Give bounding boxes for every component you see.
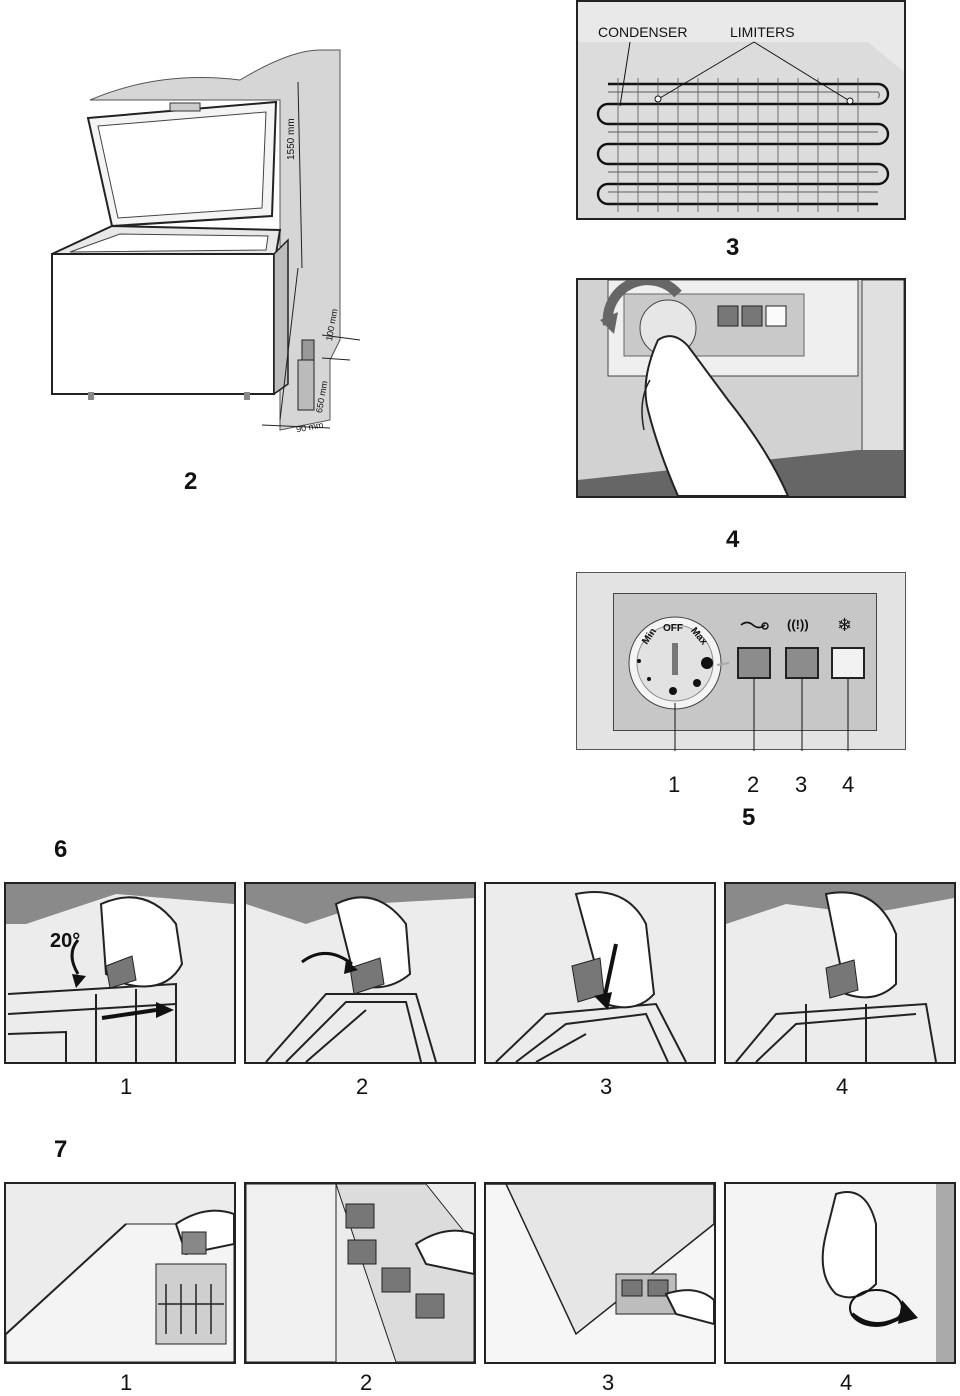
- panel-callout-2: 2: [747, 772, 760, 797]
- figure-3-number: 3: [726, 234, 740, 261]
- figure-7-step-1: [4, 1182, 236, 1364]
- panel-callout-4: 4: [842, 772, 855, 797]
- figure-2-illustration: 1550 mm 100 mm 650 mm 90 mm: [40, 40, 370, 440]
- condenser-label: CONDENSER: [598, 24, 688, 40]
- dial-off-label: OFF: [663, 623, 683, 634]
- temperature-dial[interactable]: [629, 617, 721, 709]
- figure-2-number: 2: [184, 468, 198, 495]
- indicator-light-2: [785, 647, 819, 679]
- freezer-body: [51, 253, 275, 395]
- panel-callout-1: 1: [668, 772, 681, 797]
- hand-unscrewing: [821, 1191, 877, 1299]
- figure-5-number: 5: [742, 804, 756, 831]
- fig7-step-label-4: 4: [840, 1370, 853, 1395]
- figure-6-number: 6: [54, 836, 68, 863]
- figure-6-step-1: 20°: [4, 882, 236, 1064]
- figure-6-step-4: [724, 882, 956, 1064]
- fig7-step-label-3: 3: [602, 1370, 615, 1395]
- figure-4-dial-operation: [576, 278, 906, 498]
- limiters-label: LIMITERS: [730, 24, 795, 40]
- dimension-height-label: 1550 mm: [286, 118, 297, 160]
- figure-6-step-2: [244, 882, 476, 1064]
- figure-7-step-4: [724, 1182, 956, 1364]
- angle-20-label: 20°: [50, 930, 81, 952]
- figure-3-condenser: CONDENSER LIMITERS: [576, 0, 906, 220]
- fig7-step-label-2: 2: [360, 1370, 373, 1395]
- fig6-step-label-4: 4: [836, 1074, 849, 1099]
- fig6-step-label-3: 3: [600, 1074, 613, 1099]
- indicator-light-1: [737, 647, 771, 679]
- figure-7-number: 7: [54, 1136, 68, 1163]
- fig6-step-label-1: 1: [120, 1074, 133, 1099]
- panel-callout-3: 3: [795, 772, 808, 797]
- fig6-step-label-2: 2: [356, 1074, 369, 1099]
- fig7-step-label-1: 1: [120, 1370, 133, 1395]
- hand-illustration: [644, 335, 790, 496]
- figure-7-step-2: [244, 1182, 476, 1364]
- alarm-icon: ((!)): [787, 617, 809, 632]
- figure-7-step-3: [484, 1182, 716, 1364]
- figure-5-control-panel: Min OFF Max ((!)) ❄: [576, 572, 906, 751]
- figure-4-number: 4: [726, 526, 740, 553]
- thermometer-curve-icon: [739, 619, 769, 635]
- indicator-light-3: [831, 647, 865, 679]
- figure-6-step-3: [484, 882, 716, 1064]
- snowflake-icon: ❄: [837, 615, 853, 635]
